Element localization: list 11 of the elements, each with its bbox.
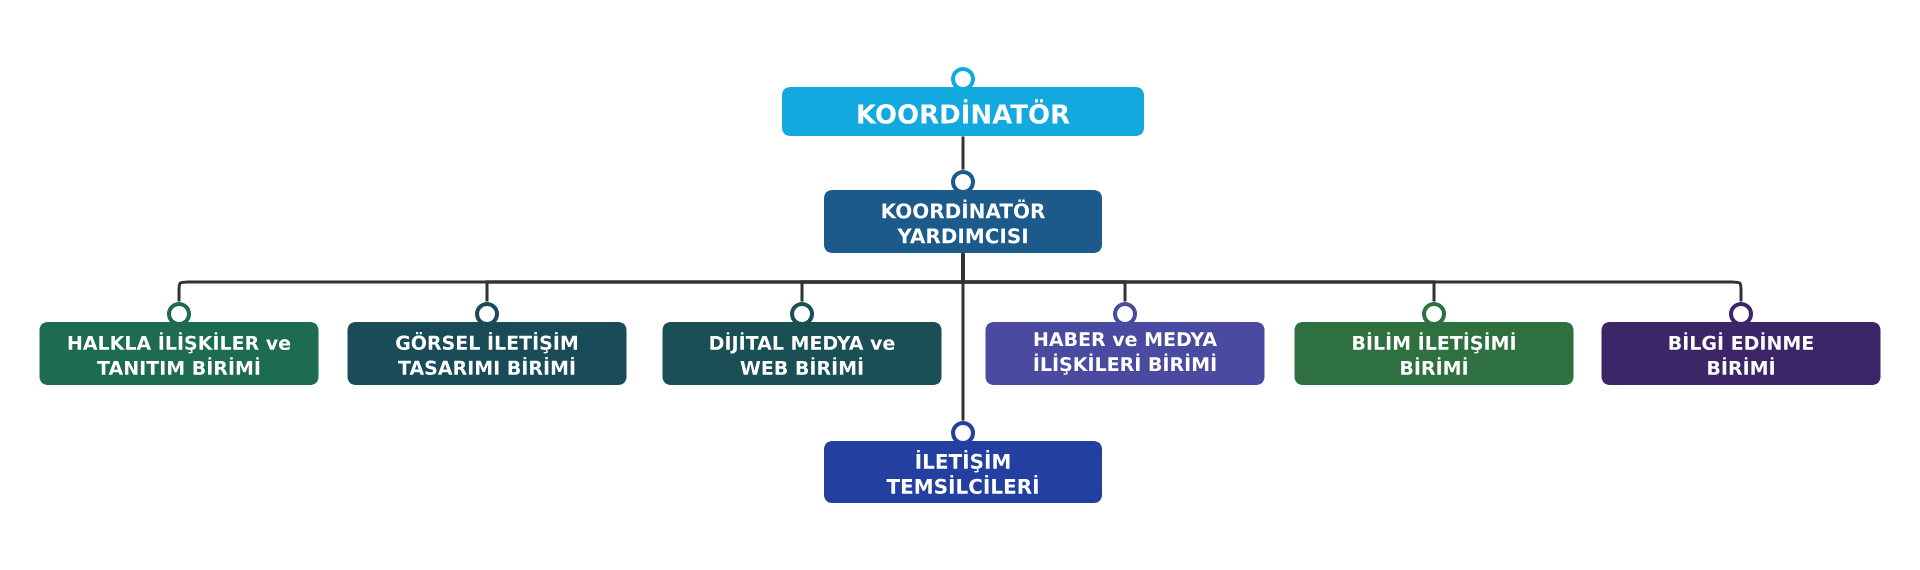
position-box: KOORDİNATÖR YARDIMCISI <box>824 190 1102 253</box>
unit-box: BİLGİ EDİNME BİRİMİ <box>1601 322 1881 385</box>
unit-box: GÖRSEL İLETİŞİM TASARIMI BİRİMİ <box>347 322 627 385</box>
position-box: İLETİŞİM TEMSİLCİLERİ <box>824 441 1102 503</box>
unit-box: BİLİM İLETİŞİMİ BİRİMİ <box>1294 322 1574 385</box>
connector-line <box>961 253 965 421</box>
unit-box: DİJİTAL MEDYA ve WEB BİRİMİ <box>662 322 942 385</box>
position-box: KOORDİNATÖR <box>782 87 1144 136</box>
connector-line <box>961 136 965 170</box>
unit-box: HABER ve MEDYA İLİŞKİLERİ BİRİMİ <box>985 322 1265 385</box>
unit-box: HALKLA İLİŞKİLER ve TANITIM BİRİMİ <box>39 322 319 385</box>
